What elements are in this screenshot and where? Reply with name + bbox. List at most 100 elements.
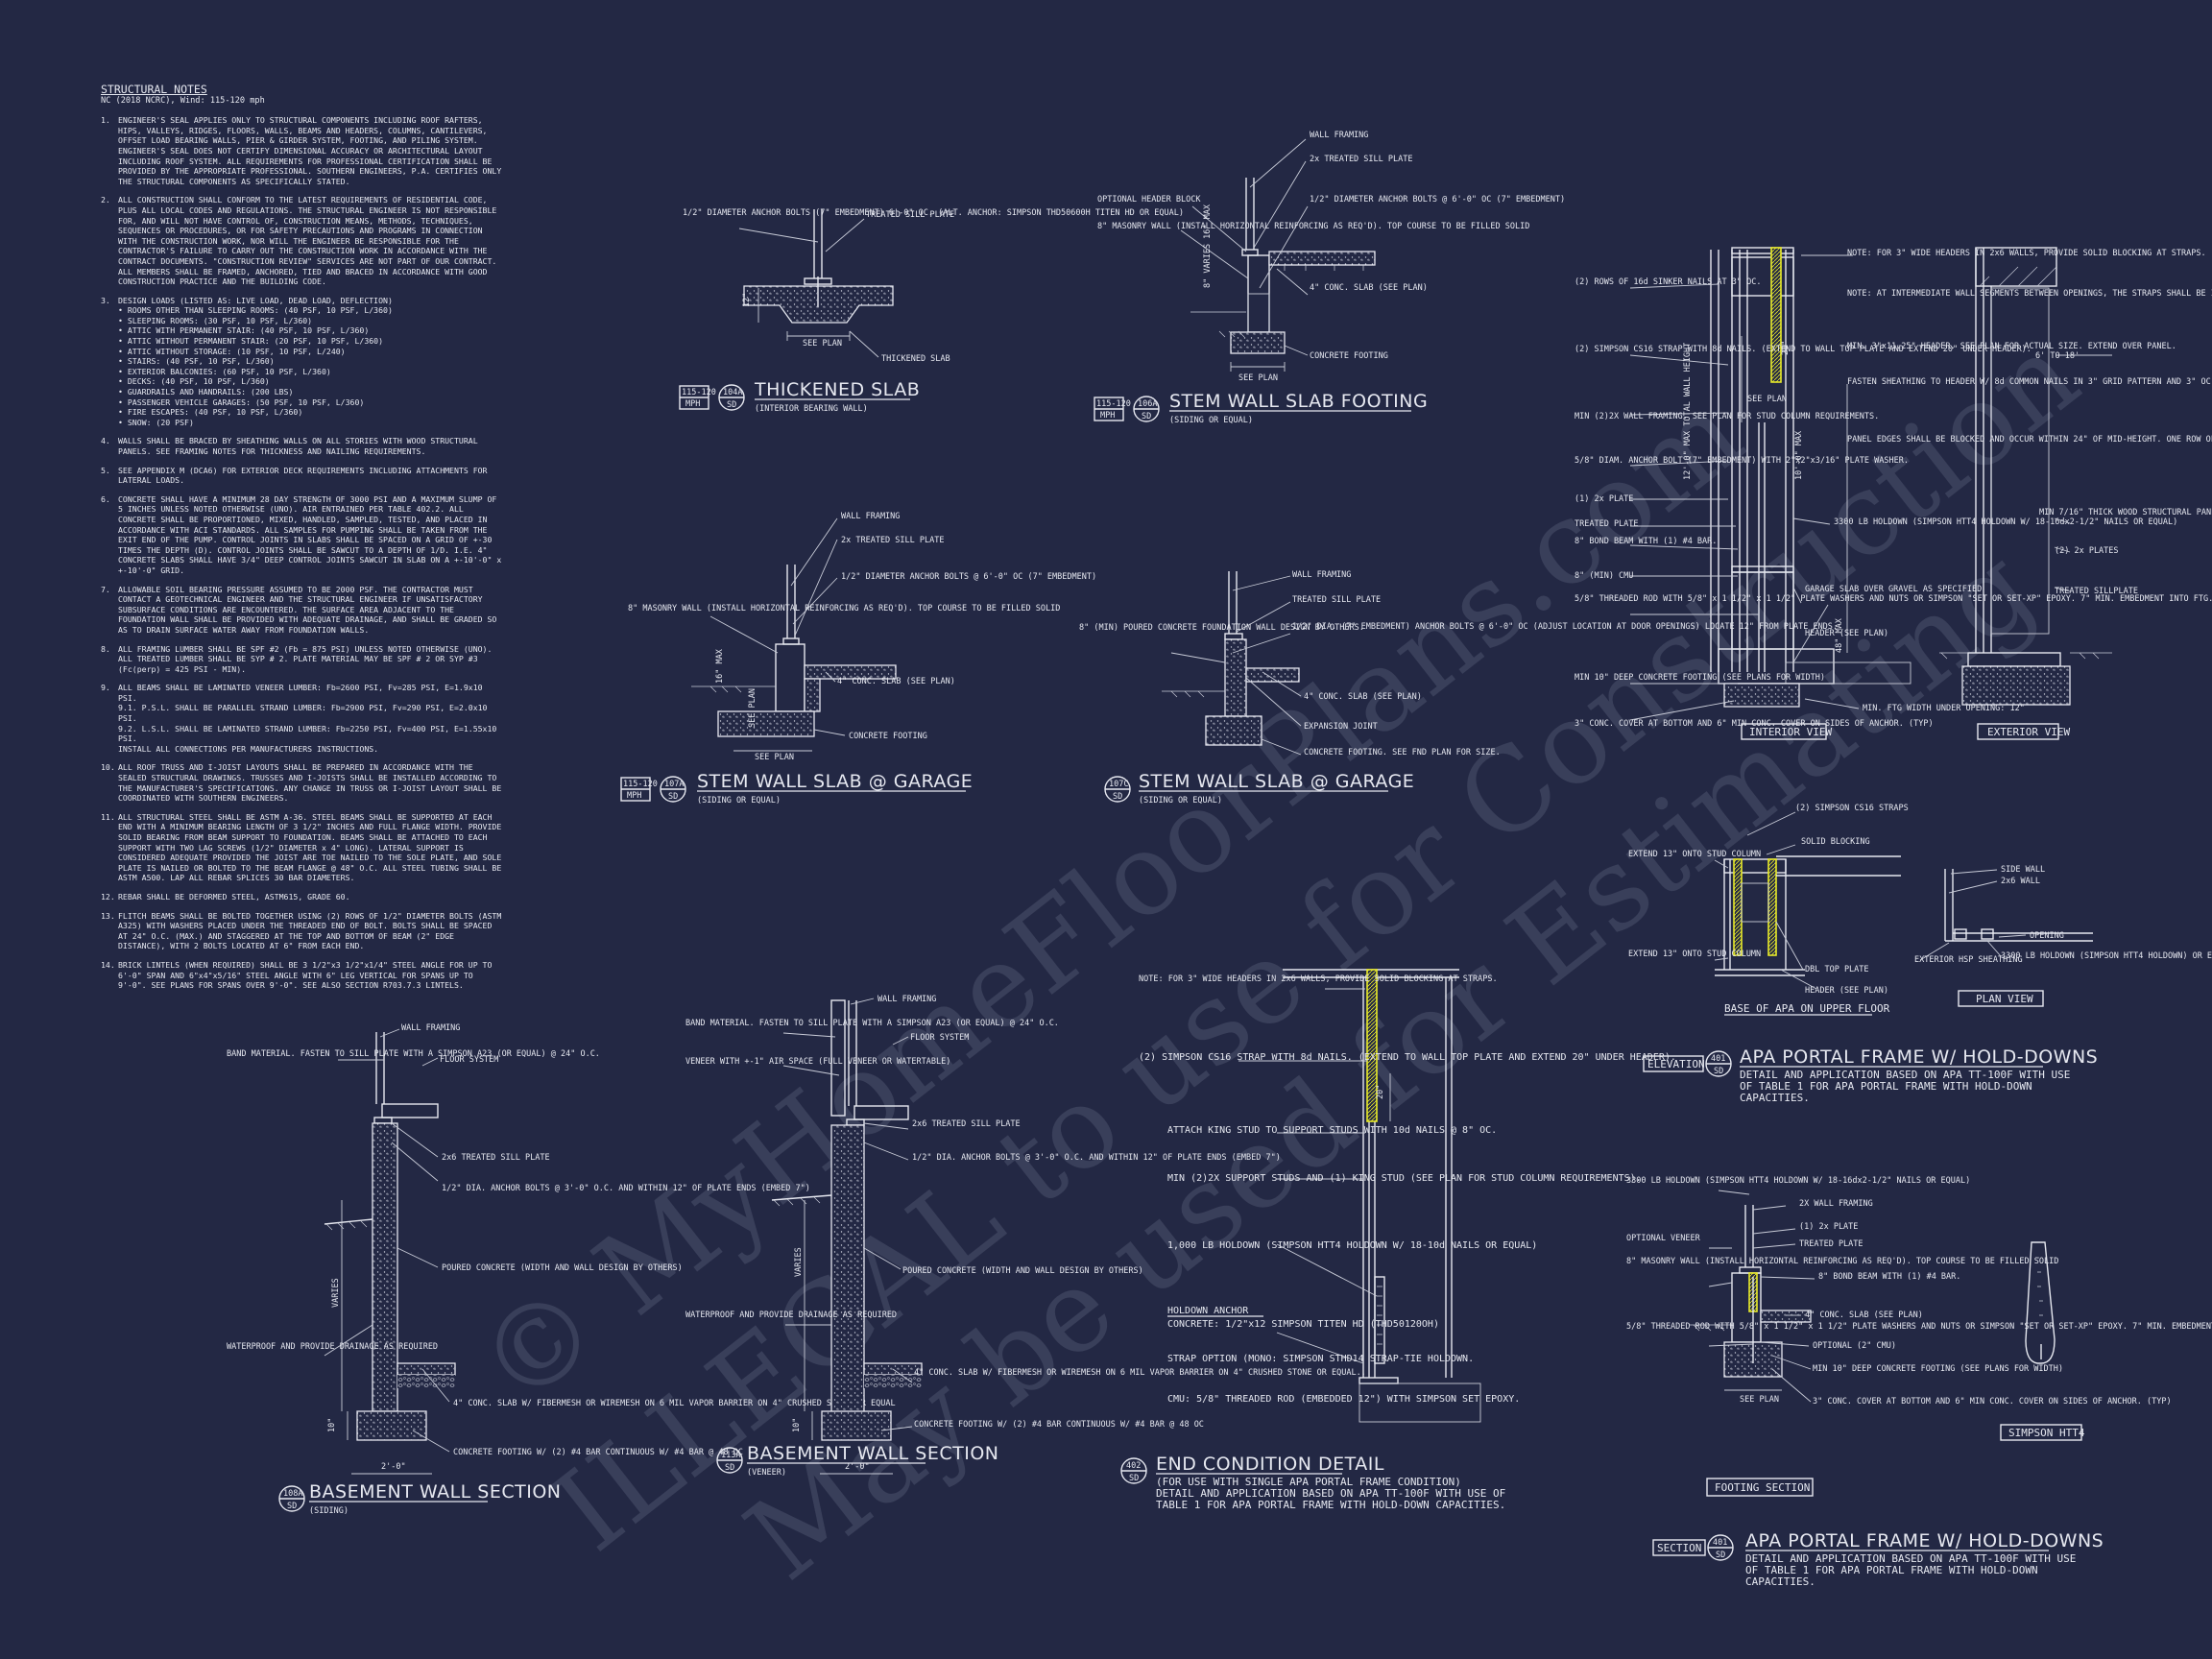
label: 5/8" DIAM. ANCHOR BOLT (7" EMBEDMENT) WI… (1575, 456, 1909, 466)
detail-number: 106A (1138, 399, 1157, 409)
note-item: 12.REBAR SHALL BE DEFORMED STEEL, ASTM61… (101, 892, 504, 902)
detail-107c-stem-wall-slab-garage: WALL FRAMING TREATED SILL PLATE 1/2" DIA… (1079, 570, 1838, 805)
label: 1/2" DIAMETER ANCHOR BOLTS @ 6'-0" OC (7… (1310, 195, 1565, 204)
sheet-number: SD (1129, 1474, 1139, 1483)
sheet-number: SD (1716, 1551, 1725, 1560)
label: 2'-0" (381, 1462, 406, 1472)
label: EXTERIOR HSP SHEATHING (1914, 955, 2023, 965)
detail-113a-basement-wall-section: BAND MATERIAL. FASTEN TO SILL PLATE WITH… (685, 995, 1366, 1478)
note-number: 13. (101, 910, 115, 921)
label: 10" (792, 1418, 802, 1432)
note-text: BRICK LINTELS (WHEN REQUIRED) SHALL BE 3… (118, 959, 493, 991)
detail-subtitle: (VENEER) (747, 1468, 786, 1478)
note-number: 6. (101, 493, 110, 504)
sheet-number: SD (1113, 792, 1122, 802)
label: 4" CONC. SLAB (SEE PLAN) (1805, 1310, 1923, 1320)
note-text: SEE APPENDIX M (DCA6) FOR EXTERIOR DECK … (118, 465, 488, 486)
label: BAND MATERIAL. FASTEN TO SILL PLATE WITH… (227, 1049, 600, 1059)
detail-title: BASEMENT WALL SECTION (309, 1481, 562, 1503)
detail-subtitle: (INTERIOR BEARING WALL) (755, 404, 868, 414)
sheet-number: SD (725, 1463, 734, 1473)
label: WALL FRAMING (878, 995, 936, 1004)
label: TREATED SILLPLATE (2055, 587, 2138, 596)
footing-section-label: FOOTING SECTION (1715, 1481, 1810, 1494)
detail-number: 107C (1109, 780, 1128, 789)
interior-view-label: INTERIOR VIEW (1749, 726, 1832, 738)
notes-list: 1.ENGINEER'S SEAL APPLIES ONLY TO STRUCT… (101, 115, 504, 991)
label: 4" CONC. SLAB (SEE PLAN) (837, 677, 955, 686)
label: 2X WALL FRAMING (1799, 1199, 1873, 1209)
label: 8" MASONRY WALL (INSTALL HORIZONTAL REIN… (1626, 1257, 2058, 1266)
label: WALL FRAMING (1292, 570, 1351, 580)
detail-title: STEM WALL SLAB @ GARAGE (697, 771, 973, 792)
detail-number: 402 (1126, 1461, 1141, 1471)
note-item: 14.BRICK LINTELS (WHEN REQUIRED) SHALL B… (101, 960, 504, 991)
label: DBL TOP PLATE (1805, 965, 1869, 974)
note-item: 5.SEE APPENDIX M (DCA6) FOR EXTERIOR DEC… (101, 466, 504, 486)
label: MIN 7/16" THICK WOOD STRUCTURAL PANEL SH… (2039, 508, 2212, 517)
label: 8" (MIN) CMU (1575, 571, 1633, 581)
label: 4" CONC. SLAB W/ FIBERMESH OR WIREMESH O… (453, 1399, 896, 1408)
label: TREATED PLATE (1799, 1239, 1863, 1249)
note-number: 14. (101, 959, 115, 970)
label: EXPANSION JOINT (1304, 722, 1378, 732)
label: (1) 2x PLATE (1799, 1222, 1858, 1232)
label: 12'-0" MAX TOTAL WALL HEIGHT (1683, 343, 1693, 480)
label: SEE PLAN (1238, 373, 1278, 383)
label: 2x TREATED SILL PLATE (841, 536, 944, 545)
wind-unit: MPH (1100, 411, 1115, 421)
label: WATERPROOF AND PROVIDE DRAINAGE AS REQUI… (227, 1342, 438, 1352)
label: TREATED PLATE (1575, 519, 1639, 529)
label: OPTIONAL VENEER (1626, 1234, 1701, 1243)
label: POURED CONCRETE (WIDTH AND WALL DESIGN B… (442, 1263, 683, 1273)
detail-106a-stem-wall-slab-footing: WALL FRAMING 2x TREATED SILL PLATE OPTIO… (1094, 131, 1565, 425)
label: NOTE: FOR 3" WIDE HEADERS IN 2x6 WALLS, … (1847, 249, 2206, 258)
label: THICKENED SLAB (881, 354, 950, 364)
note-text: ALL BEAMS SHALL BE LAMINATED VENEER LUMB… (118, 683, 497, 754)
label: FLOOR SYSTEM (440, 1055, 498, 1065)
sheet-number: SD (1142, 412, 1151, 421)
note-item: 6. CONCRETE SHALL HAVE A MINIMUM 28 DAY S… (101, 494, 504, 576)
label: GARAGE SLAB OVER GRAVEL AS SPECIFIED (1805, 585, 1982, 594)
detail-subtitle: (SIDING OR EQUAL) (697, 796, 781, 805)
note: CMU: 5/8" THREADED ROD (EMBEDDED 12") WI… (1167, 1394, 1520, 1405)
sheet-number: SD (727, 400, 736, 410)
label: CONCRETE FOOTING (849, 732, 927, 741)
label: HEADER (SEE PLAN) (1805, 986, 1888, 996)
label: 8" VARIES 16" MAX (1203, 204, 1213, 288)
detail-subtitle: CAPACITIES. (1740, 1092, 1810, 1104)
label: WALL FRAMING (1310, 131, 1368, 140)
label: EXTEND 13" ONTO STUD COLUMN (1628, 950, 1761, 959)
detail-subtitle: OF TABLE 1 FOR APA PORTAL FRAME WITH HOL… (1745, 1564, 2038, 1576)
note-item: 9.ALL BEAMS SHALL BE LAMINATED VENEER LU… (101, 683, 504, 754)
label: 2x6 TREATED SILL PLATE (912, 1119, 1021, 1129)
label: NOTE: AT INTERMEDIATE WALL SEGMENTS BETW… (1847, 289, 2212, 299)
note-text: FLITCH BEAMS SHALL BE BOLTED TOGETHER US… (118, 910, 502, 951)
note-text: ALL FRAMING LUMBER SHALL BE SPF #2 (Fb =… (118, 643, 493, 674)
watermark-line-2: ILLEGAL to use for Construction (530, 308, 2102, 1576)
note: 1,000 LB HOLDOWN (SIMPSON HTT4 HOLDOWN W… (1167, 1240, 1537, 1251)
label: BAND MATERIAL. FASTEN TO SILL PLATE WITH… (685, 1019, 1059, 1028)
label: 16" MAX (715, 648, 725, 684)
label: MIN 10" DEEP CONCRETE FOOTING (SEE PLANS… (1813, 1364, 2063, 1374)
label: 1/2" DIA. ANCHOR BOLTS @ 3'-0" O.C. AND … (912, 1153, 1281, 1163)
label: 48" MAX (1835, 617, 1844, 653)
label: 6' TO 18' (2035, 351, 2080, 361)
label: SEE PLAN (755, 753, 794, 762)
detail-title: APA PORTAL FRAME W/ HOLD-DOWNS (1740, 1046, 2098, 1068)
detail-title: STEM WALL SLAB @ GARAGE (1139, 771, 1414, 792)
sheet-number: SD (1714, 1067, 1723, 1076)
label: SOLID BLOCKING (1801, 837, 1870, 847)
label: 20" (1781, 341, 1791, 355)
label: SEE PLAN (748, 688, 757, 728)
detail-title: APA PORTAL FRAME W/ HOLD-DOWNS (1745, 1530, 2104, 1551)
label: 2'-0" (845, 1462, 870, 1472)
wind-value: 115-120 (1096, 399, 1131, 409)
detail-subtitle: CAPACITIES. (1745, 1575, 1815, 1588)
note-text: CONCRETE SHALL HAVE A MINIMUM 28 DAY STR… (118, 493, 502, 575)
detail-number: 401 (1711, 1054, 1725, 1064)
plan-view-label: PLAN VIEW (1976, 993, 2033, 1005)
label: MIN 10" DEEP CONCRETE FOOTING (SEE PLANS… (1575, 673, 1825, 683)
wind-unit: MPH (627, 791, 641, 801)
